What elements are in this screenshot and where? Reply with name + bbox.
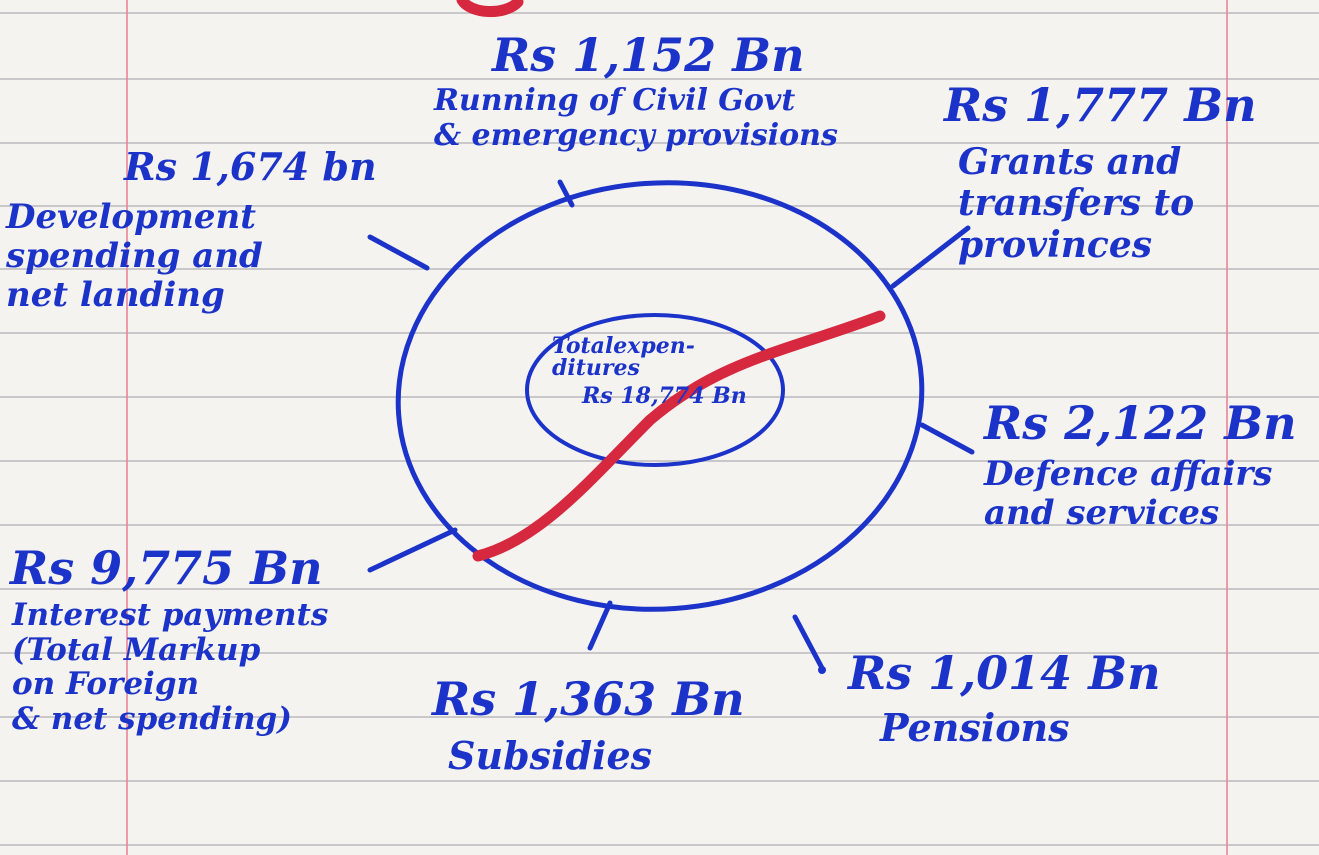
ruled-line (0, 396, 1319, 398)
outer-ellipse (395, 180, 925, 612)
connector-interest (367, 527, 458, 573)
ruled-line (0, 780, 1319, 782)
connector-defence (919, 422, 975, 455)
civil-govt-amount: Rs 1,152 Bn (492, 28, 805, 82)
ruled-line (0, 524, 1319, 526)
ruled-line (0, 460, 1319, 462)
ruled-line (0, 268, 1319, 270)
interest-description: Interest payments (Total Markup on Forei… (12, 597, 329, 738)
defence-description: Defence affairs and services (984, 454, 1273, 534)
development-amount: Rs 1,674 bn (124, 144, 377, 189)
pensions-dot (818, 666, 826, 674)
ruled-line (0, 142, 1319, 144)
ruled-line (0, 12, 1319, 14)
ruled-line (0, 332, 1319, 334)
civil-govt-description: Running of Civil Govt & emergency provis… (434, 83, 838, 153)
connector-grants (890, 225, 971, 289)
grants-description: Grants and transfers to provinces (958, 141, 1195, 266)
connector-pensions (792, 614, 825, 671)
right-margin-line (1226, 0, 1228, 855)
grants-amount: Rs 1,777 Bn (944, 78, 1257, 132)
left-margin-line (126, 0, 128, 855)
ruled-line (0, 588, 1319, 590)
center-amount: Rs 18,774 Bn (582, 383, 747, 409)
development-description: Development spending and net landing (6, 197, 263, 316)
ruled-line (0, 652, 1319, 654)
ruled-line (0, 844, 1319, 846)
pensions-amount: Rs 1,014 Bn (848, 646, 1161, 700)
connector-civil-govt (557, 179, 575, 208)
interest-amount: Rs 9,775 Bn (10, 541, 323, 595)
connector-subsidies (587, 600, 613, 651)
inner-ellipse (525, 313, 785, 467)
ruled-line (0, 716, 1319, 718)
correction-mark (472, 310, 886, 562)
ruled-line (0, 78, 1319, 80)
top-red-mark (456, 0, 524, 18)
defence-amount: Rs 2,122 Bn (984, 396, 1297, 450)
subsidies-amount: Rs 1,363 Bn (432, 672, 745, 726)
pensions-description: Pensions (880, 705, 1070, 750)
ruled-line (0, 205, 1319, 207)
subsidies-description: Subsidies (448, 733, 653, 778)
connector-development (367, 234, 430, 271)
center-label: Totalexpen- ditures (552, 333, 695, 381)
